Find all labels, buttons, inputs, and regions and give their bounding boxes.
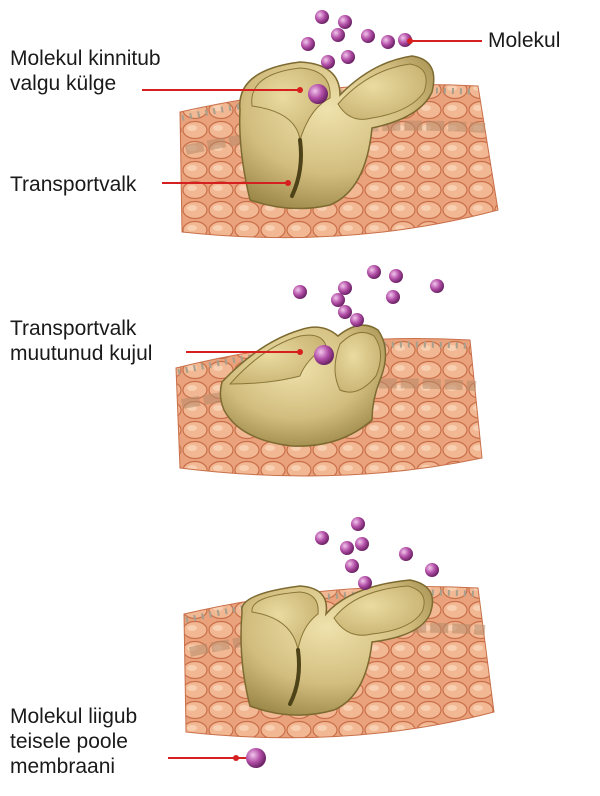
- label-line: Transportvalk: [10, 173, 137, 196]
- leader-dot: [285, 180, 291, 186]
- label-line: muutunud kujul: [10, 342, 153, 365]
- label-line: teisele poole: [10, 730, 128, 753]
- protein-channel: [290, 138, 303, 198]
- label-line: Molekul kinnitub: [10, 47, 161, 70]
- molecule: [246, 748, 266, 768]
- molecule: [338, 281, 352, 295]
- protein-top-surface: [333, 585, 425, 636]
- molecule: [358, 576, 372, 590]
- molecule: [314, 345, 334, 365]
- molecule: [389, 269, 403, 283]
- molecule: [351, 517, 365, 531]
- molecule: [315, 10, 329, 24]
- leader-dot: [297, 349, 303, 355]
- molecule: [331, 28, 345, 42]
- molecule: [315, 531, 329, 545]
- leader-dot: [297, 87, 303, 93]
- molecule: [430, 279, 444, 293]
- label-molecule-binds: Molekul kinnitub valgu külge: [10, 46, 161, 96]
- panel-release: [168, 517, 495, 768]
- leader-dot: [407, 38, 413, 44]
- label-line: valgu külge: [10, 72, 117, 95]
- molecule: [331, 293, 345, 307]
- protein-top-surface: [337, 63, 427, 120]
- molecule: [381, 35, 395, 49]
- molecule: [308, 84, 328, 104]
- molecule: [338, 15, 352, 29]
- leader-dot: [233, 755, 239, 761]
- label-molecule: Molekul: [488, 28, 560, 53]
- molecule: [338, 305, 352, 319]
- label-line: Transportvalk: [10, 317, 137, 340]
- molecule: [350, 313, 364, 327]
- molecule: [345, 559, 359, 573]
- label-changed-shape: Transportvalk muutunud kujul: [10, 316, 152, 366]
- label-line: Molekul: [488, 29, 561, 52]
- molecule: [355, 537, 369, 551]
- molecule: [340, 541, 354, 555]
- molecule: [386, 290, 400, 304]
- label-line: Molekul liigub: [10, 705, 138, 728]
- protein-channel: [288, 648, 301, 706]
- label-transport-protein: Transportvalk: [10, 172, 136, 197]
- panel-shape-change: [175, 265, 483, 477]
- protein-top-surface: [251, 67, 331, 141]
- label-molecule-crosses: Molekul liigub teisele poole membraani: [10, 704, 137, 779]
- protein-top-surface: [251, 591, 319, 651]
- molecule: [361, 29, 375, 43]
- molecule: [425, 563, 439, 577]
- molecule: [341, 50, 355, 64]
- label-line: membraani: [10, 755, 116, 778]
- molecule: [293, 285, 307, 299]
- molecule: [367, 265, 381, 279]
- membrane-lipid-row: [184, 120, 486, 155]
- molecule: [321, 55, 335, 69]
- molecule: [301, 37, 315, 51]
- panel-binding: [142, 10, 499, 239]
- molecule: [399, 547, 413, 561]
- protein-top-surface: [334, 331, 381, 393]
